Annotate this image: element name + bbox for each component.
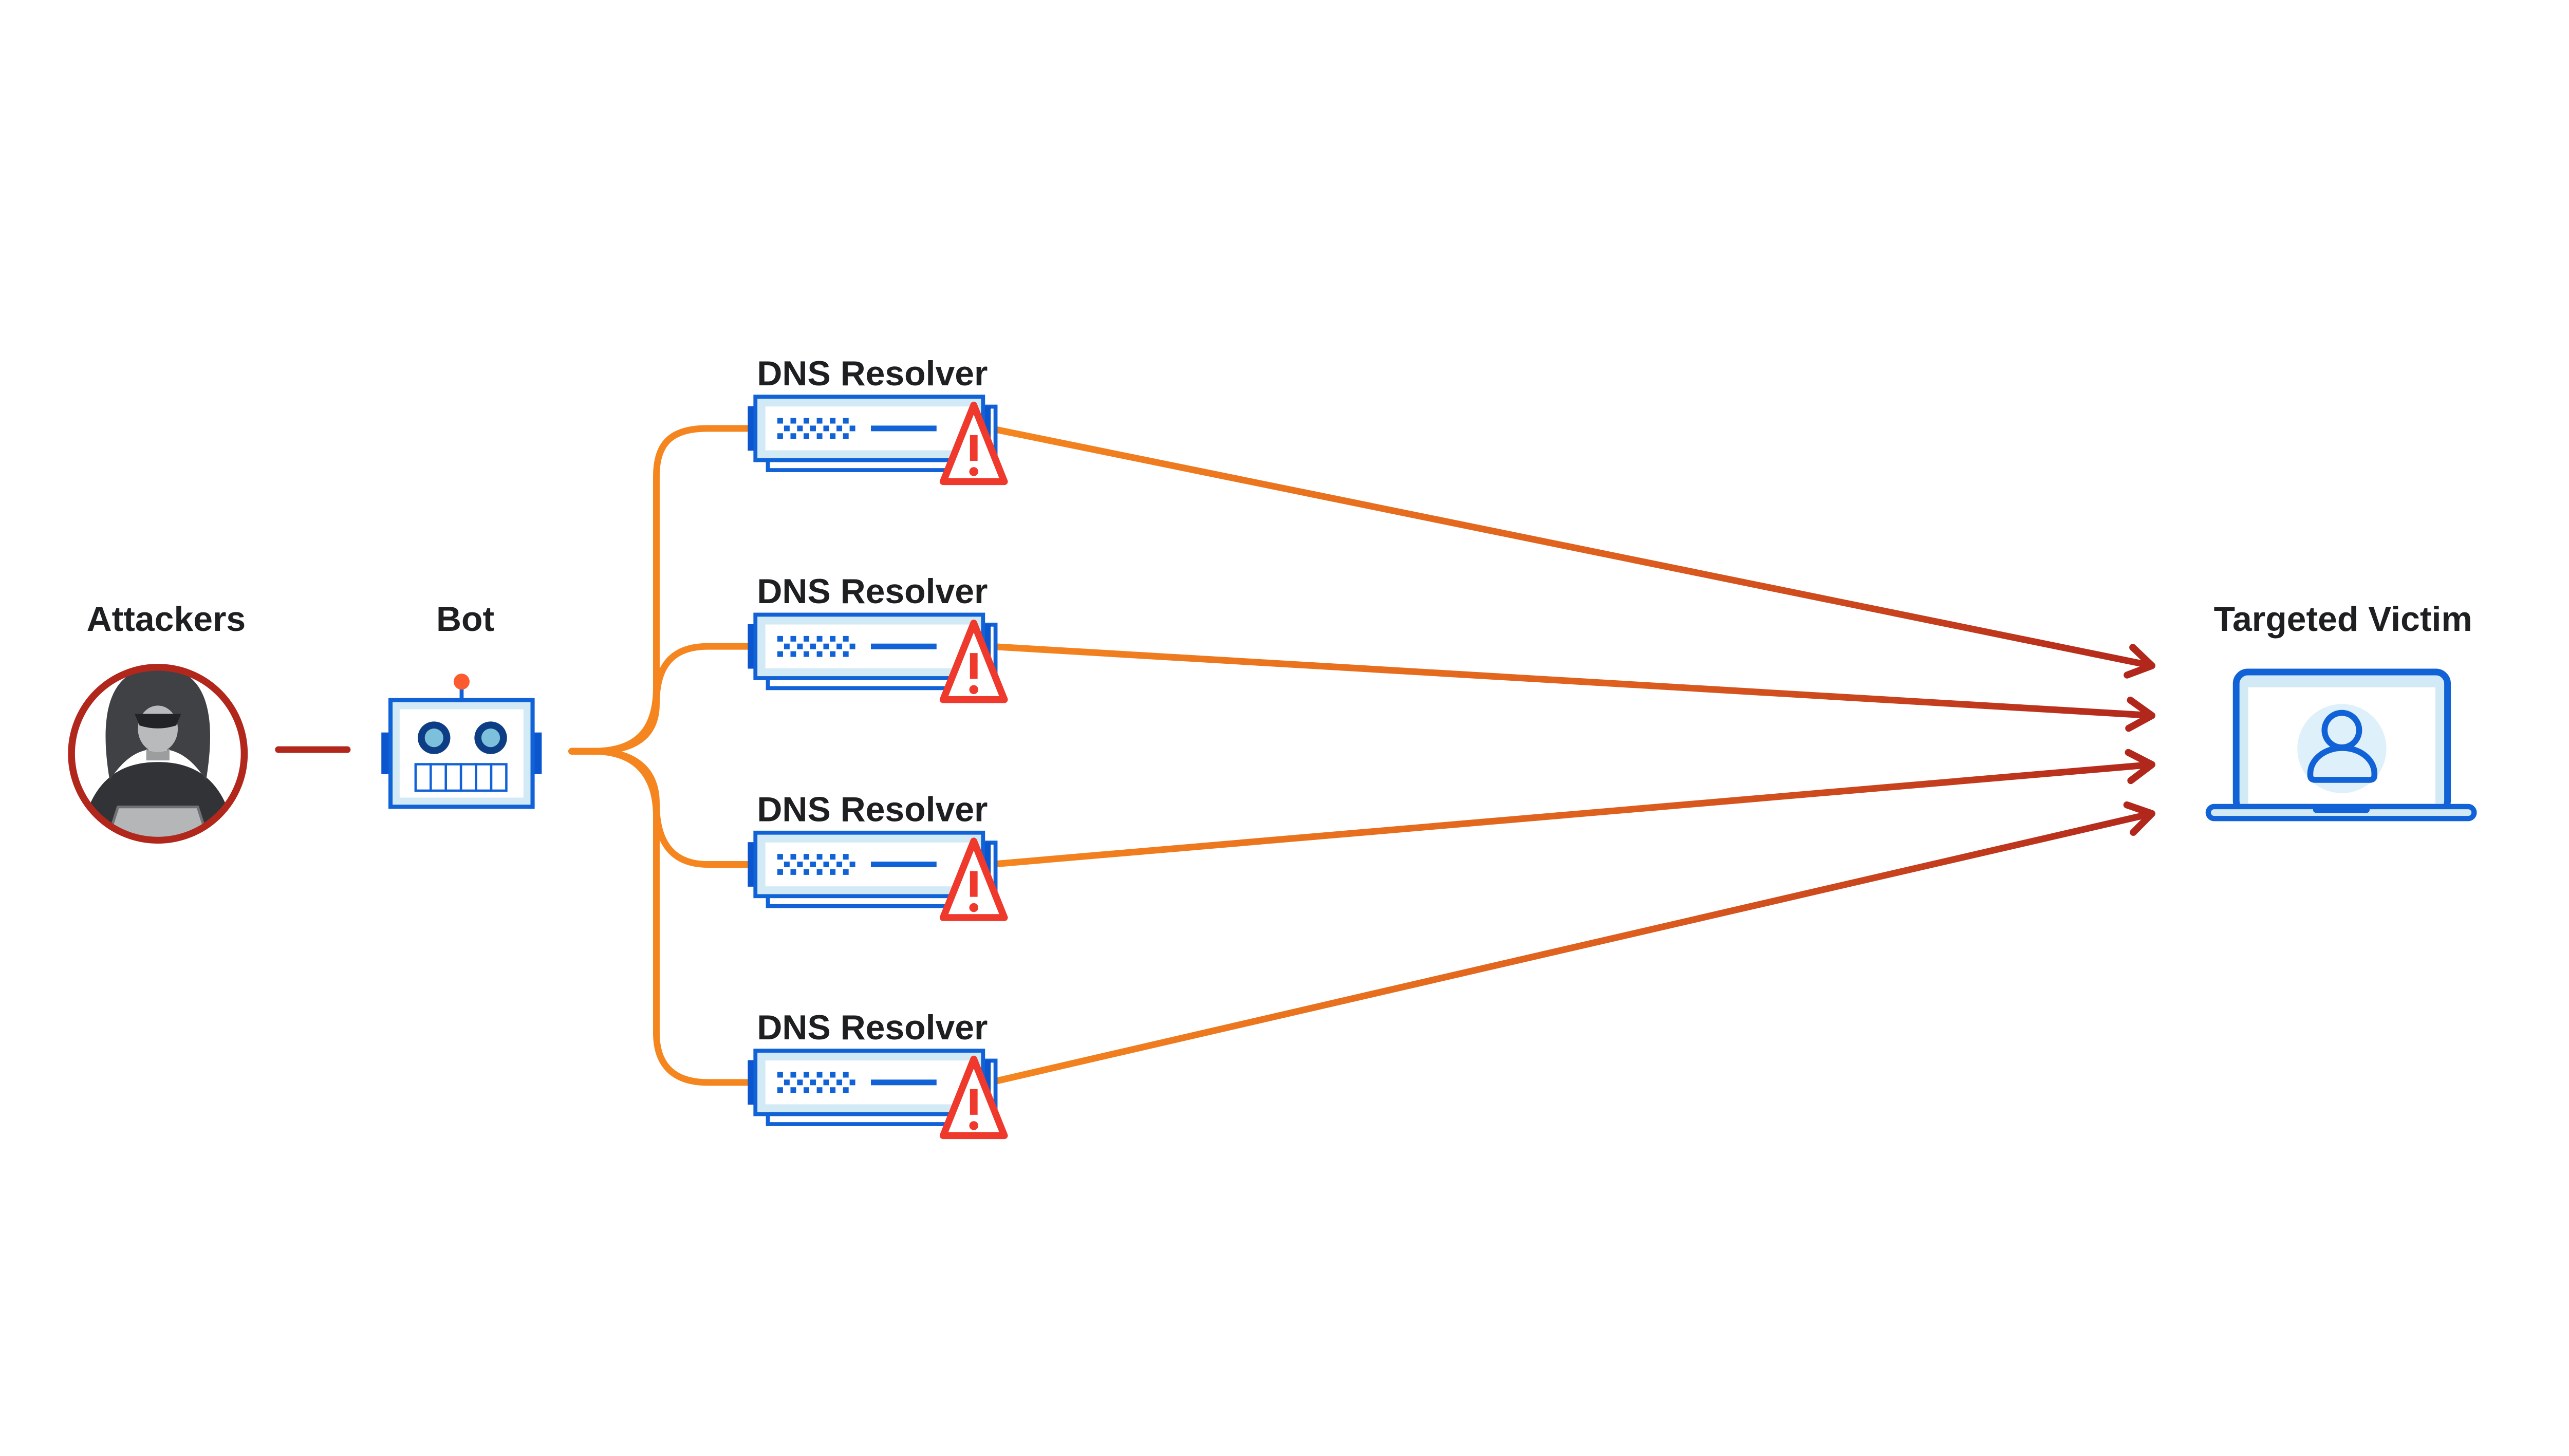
bot-label: Bot bbox=[436, 600, 494, 639]
attack-line-4 bbox=[987, 810, 2155, 1086]
user-avatar-icon bbox=[2307, 710, 2378, 783]
bot-node bbox=[381, 674, 542, 809]
branch-line-resolver-1 bbox=[568, 425, 752, 755]
branch-line-resolver-3 bbox=[568, 748, 752, 868]
attack-line-2 bbox=[987, 643, 2155, 719]
ddos-attack-diagram: Attackers Bot bbox=[68, 354, 2477, 1370]
laptop-user-icon bbox=[2205, 668, 2477, 822]
attack-lines bbox=[987, 425, 2156, 1086]
arrowhead-icon bbox=[2125, 696, 2156, 732]
attacker-node bbox=[68, 664, 248, 844]
attackers-label: Attackers bbox=[87, 600, 246, 639]
resolver-node-1 bbox=[748, 397, 1004, 481]
resolver-label-4: DNS Resolver bbox=[757, 1009, 988, 1047]
attack-line-3 bbox=[987, 761, 2155, 868]
resolver-node-3 bbox=[748, 833, 1004, 918]
server-icon bbox=[748, 1051, 1004, 1135]
resolver-node-2 bbox=[748, 614, 1004, 699]
branch-line-resolver-2 bbox=[568, 643, 752, 755]
victim-node bbox=[2205, 668, 2477, 822]
bot-branch-lines bbox=[568, 425, 752, 1086]
attack-line-1 bbox=[987, 425, 2155, 669]
resolver-node-4 bbox=[748, 1051, 1004, 1135]
victim-label: Targeted Victim bbox=[2214, 600, 2472, 639]
resolver-label-1: DNS Resolver bbox=[757, 354, 988, 393]
laptop-base-notch bbox=[2313, 806, 2370, 813]
robot-mouth bbox=[414, 763, 508, 792]
arrowhead-icon bbox=[2124, 644, 2156, 679]
resolver-label-2: DNS Resolver bbox=[757, 572, 988, 611]
server-icon bbox=[748, 397, 1004, 481]
branch-line-resolver-4 bbox=[568, 748, 752, 1086]
arrowhead-icon bbox=[2123, 801, 2156, 836]
robot-antenna-ball bbox=[453, 674, 470, 690]
server-icon bbox=[748, 833, 1004, 918]
robot-icon bbox=[381, 674, 542, 809]
arrowhead-icon bbox=[2125, 749, 2156, 785]
server-icon bbox=[748, 614, 1004, 699]
resolver-label-3: DNS Resolver bbox=[757, 790, 988, 829]
robot-eyes bbox=[418, 721, 507, 754]
